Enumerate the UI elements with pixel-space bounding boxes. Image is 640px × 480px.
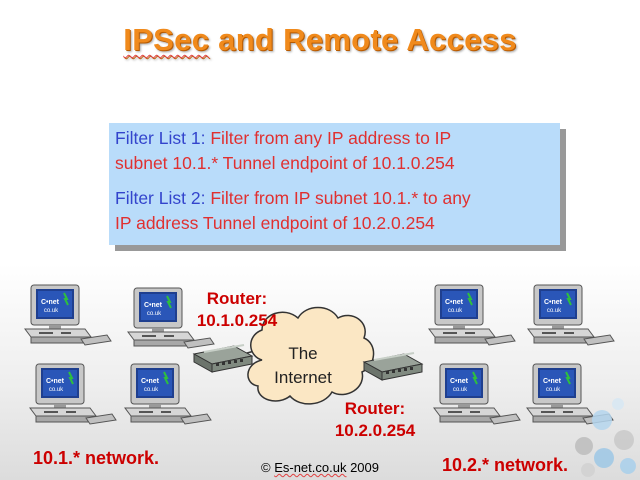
filter-list-2: Filter List 2: Filter from IP subnet 10.… (115, 188, 471, 233)
filter-list-1-text1: Filter from any IP address to IP (210, 128, 452, 148)
copyright-footer: © Es-net.co.uk 2009 (260, 460, 379, 475)
computer-icon (24, 284, 112, 346)
copyright-brand: Es-net.co.uk (274, 460, 347, 475)
filter-list-1: Filter List 1: Filter from any IP addres… (115, 128, 455, 173)
computer-icon (29, 363, 117, 425)
computer-icon (124, 363, 212, 425)
router-label-left: Router: 10.1.0.254 (196, 289, 278, 330)
filter-list-2-label: Filter List 2 (115, 188, 201, 208)
computer-icon (433, 363, 521, 425)
filter-list-box: Filter List 1: Filter from any IP addres… (109, 123, 560, 245)
left-network-label: 10.1.* network. (33, 448, 160, 468)
router-icon-left (193, 344, 253, 373)
internet-cloud-icon (247, 306, 375, 405)
page-title: IPSec and Remote Access (0, 22, 640, 58)
filter-list-2-text2: IP address Tunnel endpoint of 10.2.0.254 (115, 213, 435, 233)
right-network-pcs (428, 284, 615, 425)
computer-icon (527, 284, 615, 346)
title-ipsec: IPSec (123, 22, 210, 57)
filter-list-2-text1: Filter from IP subnet 10.1.* to any (210, 188, 471, 208)
decorative-bubbles (575, 398, 636, 477)
filter-list-1-label: Filter List 1 (115, 128, 201, 148)
title-rest: and Remote Access (209, 22, 517, 57)
internet-cloud-label: The Internet (274, 344, 332, 387)
right-network-label: 10.2.* network. (442, 455, 569, 475)
router-label-right: Router: 10.2.0.254 (334, 399, 416, 440)
filter-list-1-text2: subnet 10.1.* Tunnel endpoint of 10.1.0.… (115, 153, 455, 173)
computer-icon (428, 284, 516, 346)
